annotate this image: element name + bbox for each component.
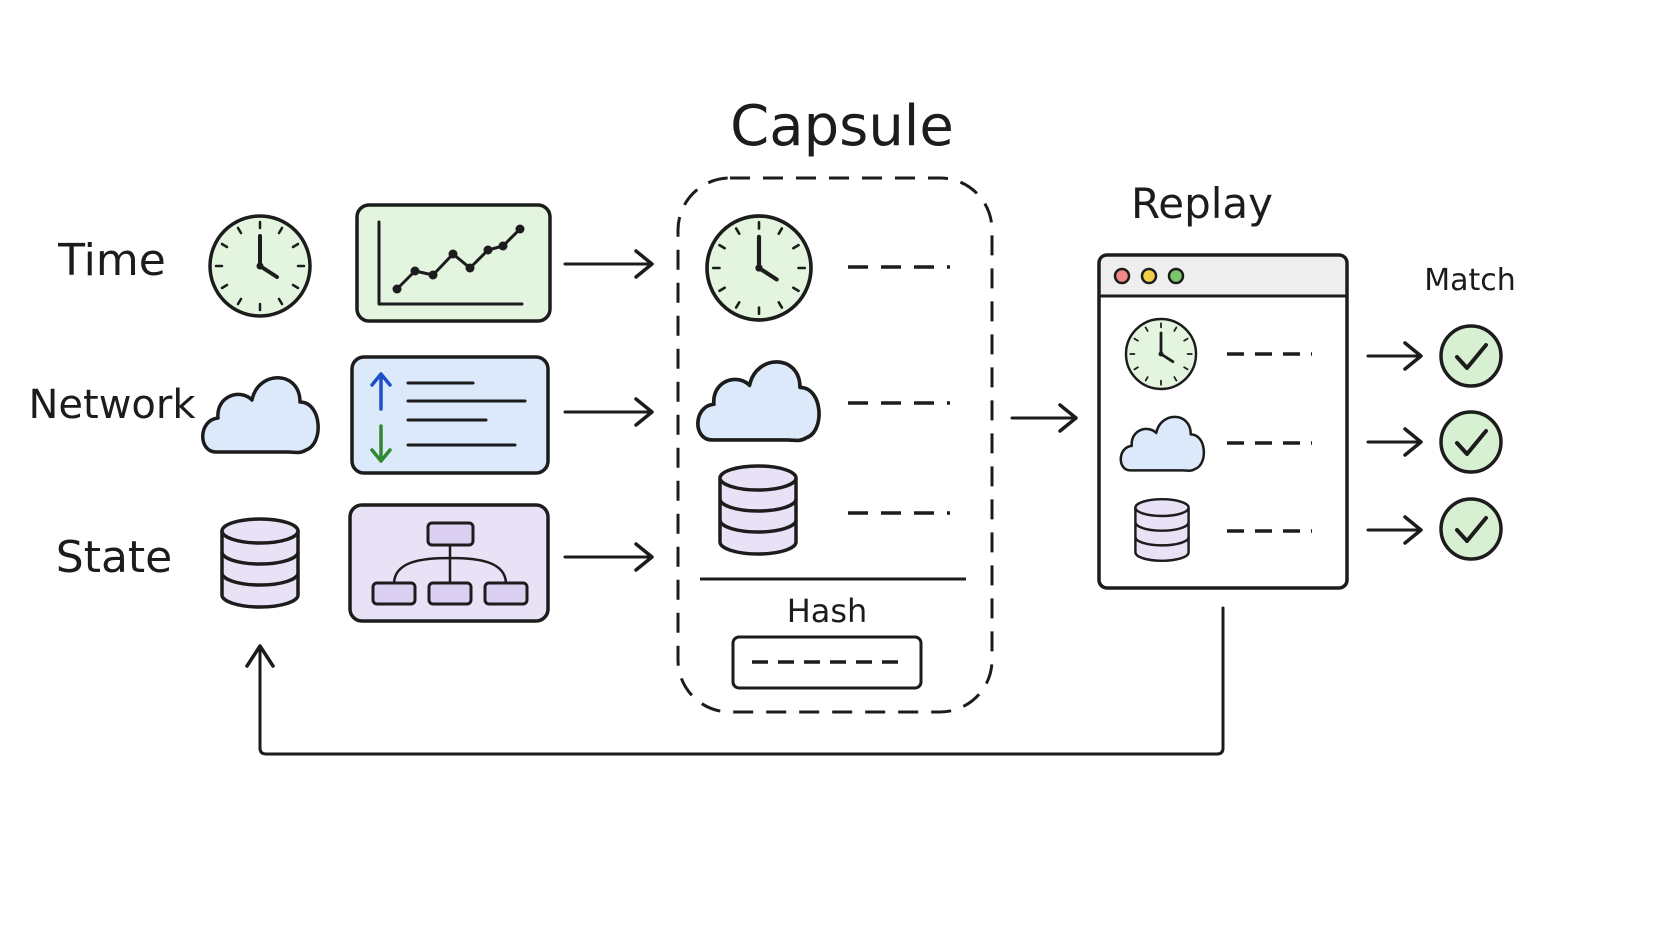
row-label-network: Network (28, 382, 196, 428)
arrow-network-to-capsule (563, 397, 654, 427)
hash-label: Hash (787, 592, 868, 630)
arrow-down-icon (370, 424, 392, 463)
clock-icon (707, 216, 811, 320)
arrow-state-to-capsule (563, 542, 654, 572)
arrow-network-to-match (1366, 427, 1423, 457)
check-icon (1439, 410, 1503, 474)
arrow-time-to-match (1366, 341, 1423, 371)
network-log-panel (350, 355, 550, 475)
window-dot-red (1113, 267, 1131, 285)
window-controls (1113, 267, 1185, 285)
arrow-capsule-to-replay (1010, 403, 1078, 433)
window-dot-yellow (1140, 267, 1158, 285)
cloud-icon (696, 360, 821, 443)
capsule-title: Capsule (730, 94, 954, 159)
capsule-container: Hash (676, 176, 994, 714)
clock-icon (208, 214, 312, 318)
replay-title: Replay (1131, 179, 1273, 228)
feedback-loop-arrow (245, 606, 1225, 756)
row-label-state: State (56, 532, 172, 583)
check-icon (1439, 324, 1503, 388)
arrow-up-icon (370, 372, 392, 411)
arrow-time-to-capsule (563, 249, 654, 279)
clock-icon (1124, 317, 1198, 391)
row-label-time: Time (57, 235, 166, 286)
cloud-icon (200, 375, 320, 455)
database-icon (1134, 497, 1190, 563)
time-chart-panel (355, 203, 552, 323)
database-icon (718, 464, 798, 556)
window-dot-green (1167, 267, 1185, 285)
state-tree-panel (348, 503, 550, 623)
hash-field (731, 635, 923, 690)
check-icon (1439, 497, 1503, 561)
line-chart-icon (377, 220, 525, 306)
network-log-icon (370, 372, 527, 463)
replay-window (1097, 253, 1349, 590)
arrow-state-to-match (1366, 515, 1423, 545)
state-tree-icon (371, 521, 529, 606)
match-title: Match (1424, 263, 1516, 298)
database-icon (220, 517, 300, 609)
